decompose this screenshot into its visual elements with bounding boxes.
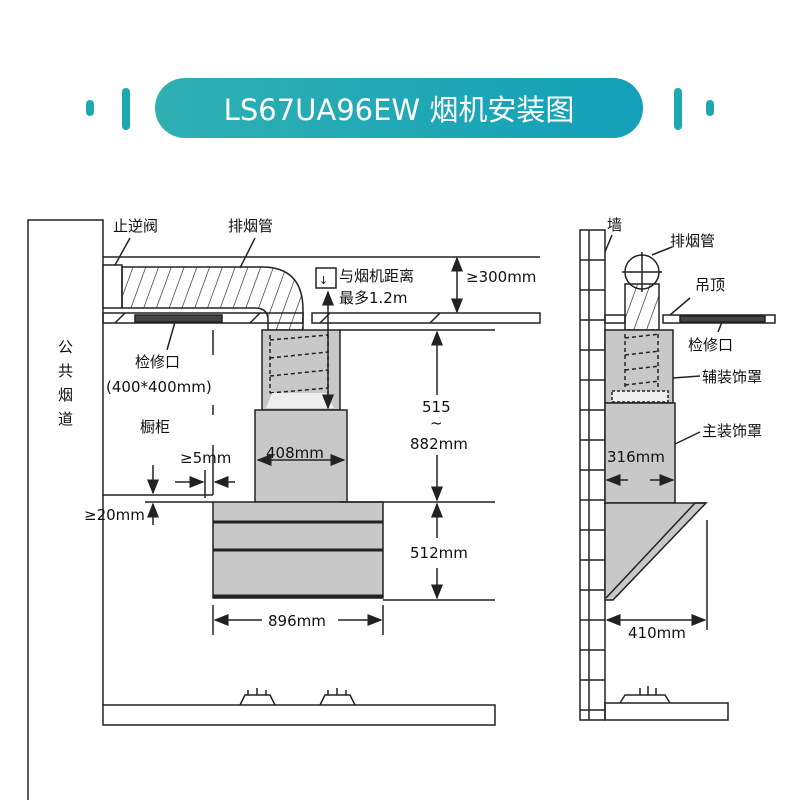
decor-bar-right (674, 88, 682, 130)
label-distance-1: 与烟机距离 (339, 267, 414, 285)
label-access-port: 检修口 (135, 353, 180, 371)
label-exhaust-pipe-right: 排烟管 (670, 232, 715, 250)
label-shaft-1: 公 (58, 338, 73, 356)
page-title: LS67UA96EW 烟机安装图 (155, 78, 643, 138)
label-height-2: 882mm (410, 435, 468, 453)
label-hood-height: 512mm (410, 544, 468, 562)
label-cabinet: 橱柜 (140, 418, 170, 436)
hood-body-left (212, 501, 384, 599)
label-gap-5: ≥5mm (180, 449, 231, 467)
stove-right (604, 686, 729, 721)
main-cover-right (604, 402, 676, 504)
check-valve (102, 264, 123, 309)
label-cover-width: 408mm (266, 444, 324, 462)
label-hood-width: 896mm (268, 612, 326, 630)
label-exhaust-pipe: 排烟管 (228, 217, 273, 235)
label-distance-2: 最多1.2m (339, 289, 407, 307)
ceiling-right (662, 314, 776, 324)
decor-bar-left (122, 88, 130, 130)
access-port-bar (134, 314, 223, 323)
label-access-port-size: (400*400mm) (106, 378, 212, 396)
label-shaft-2: 共 (58, 362, 73, 380)
ceiling (102, 256, 541, 331)
brick-wall (579, 229, 606, 721)
label-ceiling-gap: ≥300mm (466, 268, 536, 286)
label-ceiling: 吊顶 (695, 276, 725, 294)
label-shaft-4: 道 (58, 410, 73, 428)
label-main-cover: 主装饰罩 (702, 422, 762, 440)
label-height-1: 515 (422, 398, 451, 416)
label-shaft-3: 烟 (58, 386, 73, 404)
access-port-right (679, 315, 766, 323)
label-hood-depth: 410mm (628, 624, 686, 642)
decor-dot-left (86, 100, 94, 116)
decor-dot-right (706, 100, 714, 116)
label-check-valve: 止逆阀 (113, 217, 158, 235)
public-flue (27, 219, 213, 800)
label-access-port-right: 检修口 (688, 336, 733, 354)
faucet-icon: ↓ (319, 274, 328, 287)
label-cover-depth: 316mm (607, 448, 665, 466)
label-gap-20: ≥20mm (84, 506, 145, 524)
label-aux-cover: 辅装饰罩 (702, 368, 762, 386)
stove-left (102, 688, 496, 726)
label-height-tilde: ~ (430, 414, 443, 432)
label-wall: 墙 (607, 216, 622, 234)
svg-text:↓: ↓ (319, 274, 328, 287)
hood-body-right (604, 502, 708, 601)
duct-section (622, 252, 662, 331)
